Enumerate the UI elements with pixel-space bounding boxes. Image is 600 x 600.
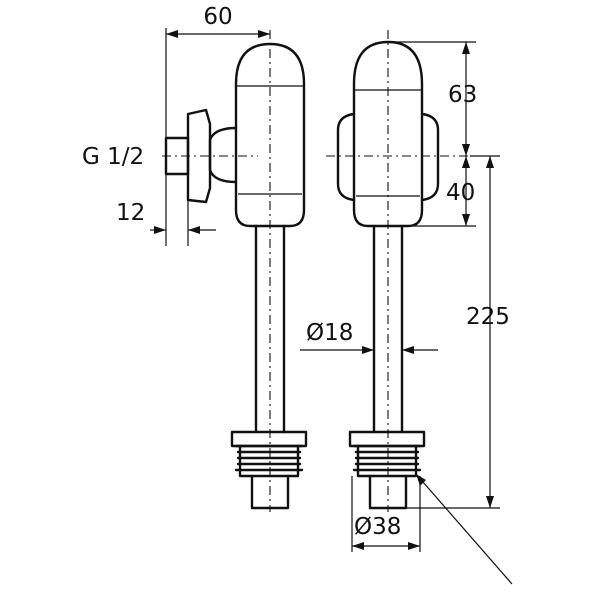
leader-arrow: [416, 474, 426, 486]
front-view: [326, 30, 470, 512]
dim-diameter-base: Ø38: [351, 476, 421, 552]
dim-length-pipe-label: 225: [466, 304, 510, 330]
front-lug-left: [336, 112, 356, 202]
dim-height-mid-label: 40: [446, 180, 475, 206]
side-thread-rings: [234, 444, 304, 478]
dim-height-upper-label: 63: [448, 82, 477, 108]
dim-height-upper: 63: [392, 41, 477, 156]
dim-height-mid: 40: [408, 156, 476, 227]
dim-thread-label: G 1/2: [82, 144, 144, 170]
leader-line: [415, 473, 513, 585]
dim-length-pipe: 225: [406, 155, 510, 509]
side-collar-top: [230, 430, 308, 448]
front-valve-body: [352, 40, 424, 228]
dim-offset-label: 12: [116, 200, 145, 226]
front-lug-right: [420, 112, 440, 202]
side-inlet-connector: [208, 126, 238, 184]
front-collar-top: [348, 430, 426, 448]
side-valve-body: [234, 42, 306, 228]
side-view: [162, 30, 308, 512]
dim-diameter-base-label: Ø38: [354, 514, 401, 540]
dim-diameter-pipe-label: Ø18: [306, 320, 353, 346]
dim-width-top: 60: [165, 4, 270, 138]
dim-diameter-pipe: Ø18: [300, 320, 438, 354]
side-pipe: [254, 224, 286, 434]
dim-width-top-label: 60: [203, 4, 232, 30]
dim-offset: 12: [116, 174, 216, 246]
front-pipe: [372, 224, 404, 434]
front-thread-rings: [352, 444, 422, 478]
